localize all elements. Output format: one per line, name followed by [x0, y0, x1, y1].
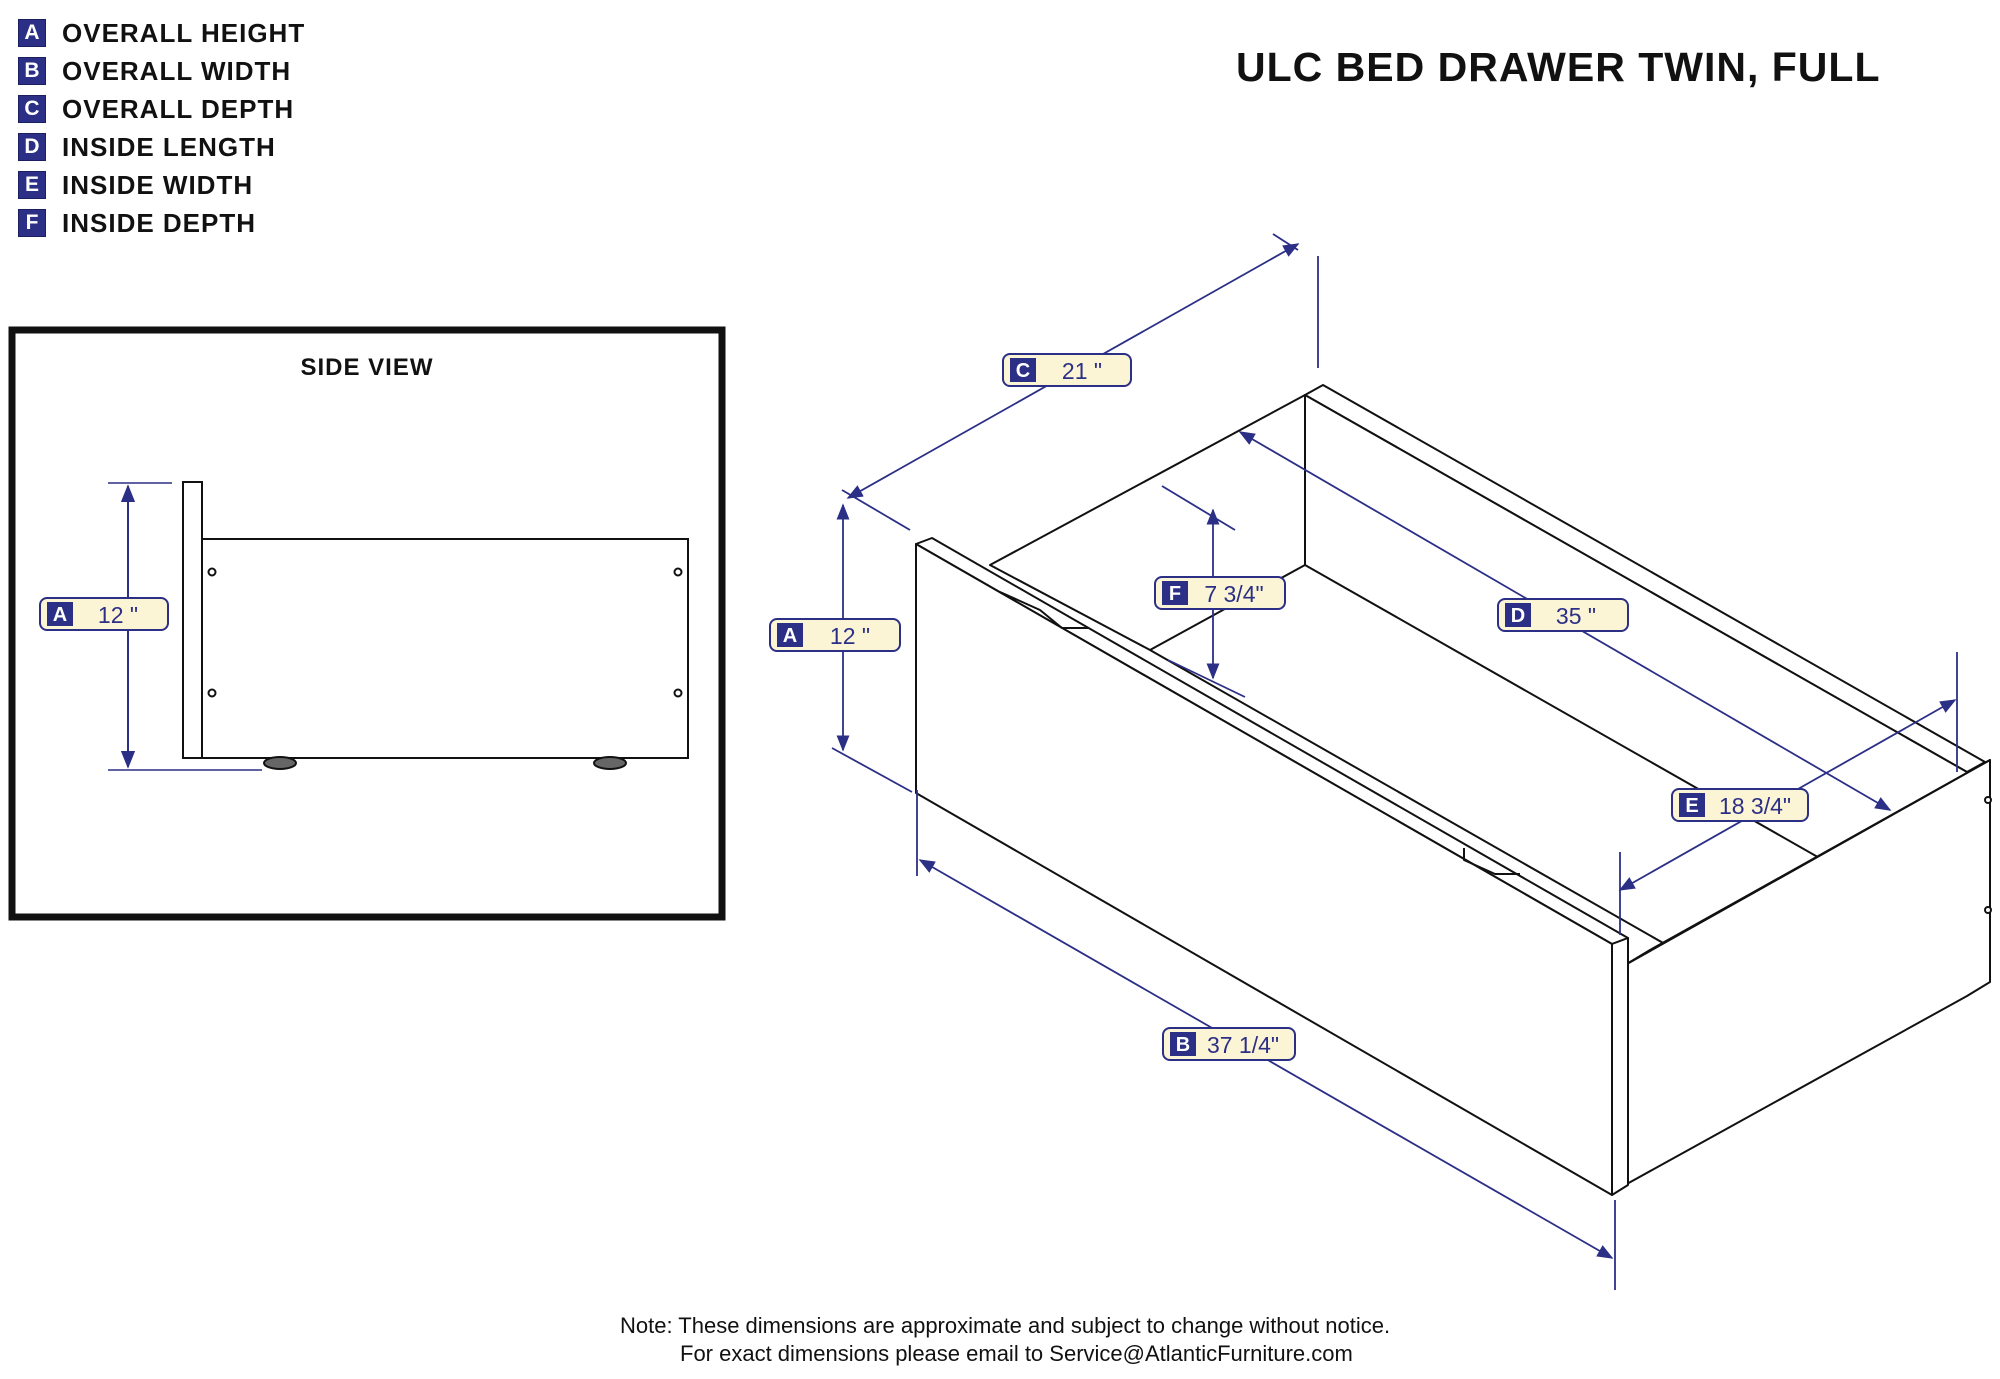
dimension-badge — [1679, 793, 1705, 817]
legend-item-overall-depth: C OVERALL DEPTH — [18, 90, 305, 128]
dimension-letter: F — [1169, 583, 1181, 605]
dimension-badge — [1010, 358, 1036, 382]
legend-label: INSIDE DEPTH — [62, 207, 257, 238]
legend-label: OVERALL HEIGHT — [62, 17, 306, 48]
legend-badge: A — [18, 19, 46, 47]
front-panel-profile — [182, 481, 203, 759]
legend-label: INSIDE LENGTH — [62, 131, 276, 162]
side-view-panel: SIDE VIEW A 12 " — [8, 326, 726, 921]
dimension-value: 12 " — [830, 623, 870, 649]
dimension-value: 35 " — [1556, 603, 1596, 629]
dimension-value: 37 1/4" — [1207, 1032, 1279, 1058]
screw-hole — [207, 688, 217, 698]
dimension-letter: A — [53, 604, 67, 626]
legend-item-inside-depth: F INSIDE DEPTH — [18, 204, 305, 242]
drawer-box-profile — [201, 538, 689, 759]
screw-hole — [207, 567, 217, 577]
dimension-label-A: A 12 " — [769, 618, 901, 652]
dimension-letter: E — [1685, 795, 1698, 817]
screw-hole — [673, 567, 683, 577]
caster-wheel — [593, 756, 627, 770]
handle-cutout — [999, 591, 1088, 629]
screw-hole — [673, 688, 683, 698]
legend-badge: F — [18, 209, 46, 237]
dimension-value: 7 3/4" — [1204, 581, 1263, 607]
dimension-badge — [1162, 581, 1188, 605]
legend-label: INSIDE WIDTH — [62, 169, 254, 200]
legend-item-overall-width: B OVERALL WIDTH — [18, 52, 305, 90]
dimension-label-F: F 7 3/4" — [1154, 576, 1286, 610]
legend-item-inside-length: D INSIDE LENGTH — [18, 128, 305, 166]
dimension-letter: B — [1176, 1034, 1190, 1056]
screw-hole — [1984, 906, 1992, 914]
dimension-letter: A — [783, 625, 797, 647]
dimension-value: 12 " — [98, 602, 138, 628]
dimension-letter: C — [1016, 360, 1030, 382]
legend-item-inside-width: E INSIDE WIDTH — [18, 166, 305, 204]
legend-badge: E — [18, 171, 46, 199]
diagram-title: ULC BED DRAWER TWIN, FULL — [1236, 44, 1881, 90]
dimension-label-C: C 21 " — [1002, 353, 1132, 387]
side-view-title: SIDE VIEW — [300, 354, 433, 381]
side-height-dimension: A 12 " — [39, 482, 262, 771]
dimension-value: 21 " — [1062, 358, 1102, 384]
drawer-isometric — [915, 384, 1992, 1196]
dimension-badge — [777, 623, 803, 647]
legend-badge: C — [18, 95, 46, 123]
dimension-legend: A OVERALL HEIGHT B OVERALL WIDTH C OVERA… — [18, 14, 305, 242]
legend-item-overall-height: A OVERALL HEIGHT — [18, 14, 305, 52]
front-panel-edge — [1611, 937, 1629, 1196]
dimension-badge — [47, 602, 73, 626]
caster-wheel — [263, 756, 297, 770]
note-line-2: For exact dimensions please email to Ser… — [680, 1341, 1353, 1366]
note-line-1: Note: These dimensions are approximate a… — [620, 1313, 1391, 1338]
screw-hole — [1984, 796, 1992, 804]
legend-badge: B — [18, 57, 46, 85]
disclaimer-note: Note: These dimensions are approximate a… — [620, 1312, 1390, 1368]
legend-label: OVERALL DEPTH — [62, 93, 295, 124]
legend-badge: D — [18, 133, 46, 161]
dimension-letter: D — [1511, 605, 1525, 627]
dimension-badge — [1505, 603, 1531, 627]
dimension-label-E: E 18 3/4" — [1671, 788, 1809, 822]
dimension-label-D: D 35 " — [1497, 598, 1629, 632]
dimension-badge — [1170, 1032, 1196, 1056]
dimension-value: 18 3/4" — [1719, 793, 1791, 819]
legend-label: OVERALL WIDTH — [62, 55, 292, 86]
dimension-label-B: B 37 1/4" — [1162, 1027, 1296, 1061]
side-view-drawer — [182, 481, 689, 770]
